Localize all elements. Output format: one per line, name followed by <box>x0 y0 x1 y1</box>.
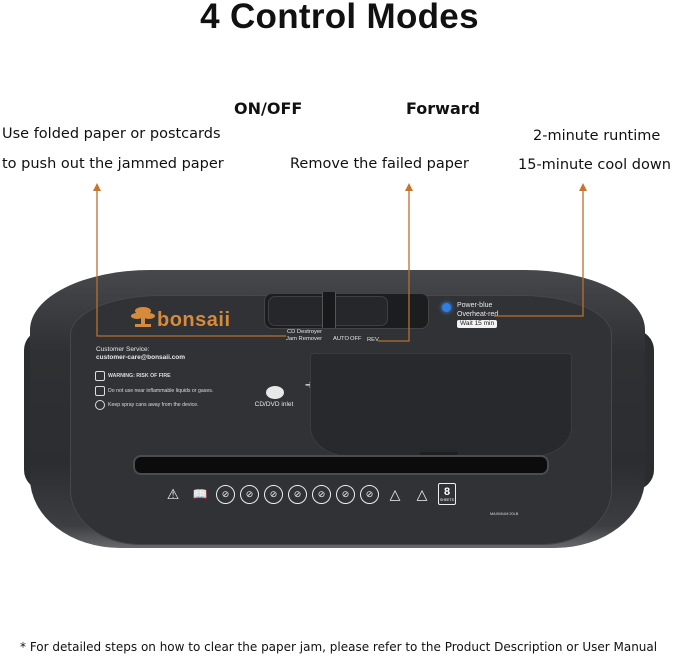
warning-text: WARNING: RISK OF FIRE <box>108 373 171 379</box>
no-ties-icon: ⊘ <box>288 484 307 504</box>
sheet-capacity-number: 8 <box>443 485 451 498</box>
arrow-right-icon: ➔ <box>305 380 313 391</box>
switch-label-cd-jam: CD Destroyer Jam Remover <box>286 329 322 343</box>
brand-logo: bonsaii <box>157 309 231 331</box>
warning-triangle-icon: ⚠ <box>166 485 180 502</box>
cd-inlet-label: CD/DVD inlet <box>254 401 294 408</box>
bonsai-tree-icon <box>131 307 155 327</box>
label-cd-destroyer: CD Destroyer <box>286 329 323 335</box>
callout-runtime: 2-minute runtime <box>533 128 661 144</box>
warning-icon <box>95 371 105 381</box>
mode-switch-handle[interactable] <box>322 292 336 328</box>
spray-can-icon <box>95 400 105 410</box>
maximum-label: MAXIMUM 20LB <box>490 512 519 516</box>
no-jewelry-icon: ⊘ <box>336 484 355 504</box>
warning-liquids: Do not use near inflammable liquids or g… <box>95 386 213 396</box>
page-title: 4 Control Modes <box>200 0 479 36</box>
wait-badge: Wait 15 min <box>457 320 498 328</box>
callout-on-off: ON/OFF <box>234 99 303 118</box>
flame-warning-icon <box>95 386 105 396</box>
sheet-capacity-label: SHEETS <box>439 497 454 502</box>
no-children-icon: ⊘ <box>216 484 235 504</box>
footnote: * For detailed steps on how to clear the… <box>20 640 658 654</box>
sheet-capacity-badge: 8 SHEETS <box>438 483 456 505</box>
warning-text: Do not use near inflammable liquids or g… <box>108 388 214 394</box>
read-manual-icon: 📖 <box>192 487 208 501</box>
status-led <box>442 303 451 312</box>
led-overheat-label: Overheat-red <box>457 311 499 318</box>
label-off: OFF <box>350 336 362 342</box>
callout-forward: Forward <box>406 99 481 118</box>
led-power-label: Power-blue <box>457 302 493 309</box>
label-rev: REV <box>367 337 379 343</box>
callout-cooldown: 15-minute cool down <box>518 157 671 173</box>
customer-service: Customer Service: customer-care@bonsaii.… <box>96 346 185 362</box>
safety-icons: ⚠ 📖 ⊘ ⊘ ⊘ ⊘ ⊘ ⊘ ⊘ △ △ 8 SHEETS <box>162 483 456 505</box>
cd-inlet-tray[interactable] <box>310 353 572 457</box>
customer-service-label: Customer Service: <box>96 346 150 353</box>
warning-text: Keep spray cans away from the device. <box>108 402 199 408</box>
cutting-hazard-icon: △ <box>389 485 401 502</box>
prohibited-icon: ⊘ <box>360 484 379 504</box>
label-jam-remover: Jam Remover <box>286 336 323 342</box>
no-hands-icon: ⊘ <box>240 484 259 504</box>
no-hair-icon: ⊘ <box>264 484 283 504</box>
cd-disc-icon <box>266 386 284 399</box>
warning-fire: WARNING: RISK OF FIRE <box>95 371 171 381</box>
callout-jam-line2: to push out the jammed paper <box>2 156 224 172</box>
label-auto: AUTO <box>333 336 349 342</box>
no-pets-icon: ⊘ <box>312 484 331 504</box>
gears-hazard-icon: △ <box>416 485 428 502</box>
warning-spray: Keep spray cans away from the device. <box>95 400 199 410</box>
paper-feed-slot[interactable] <box>133 455 549 475</box>
customer-service-email: customer-care@bonsaii.com <box>96 354 186 361</box>
callout-jam-line1: Use folded paper or postcards <box>2 126 221 142</box>
callout-remove: Remove the failed paper <box>290 156 469 172</box>
